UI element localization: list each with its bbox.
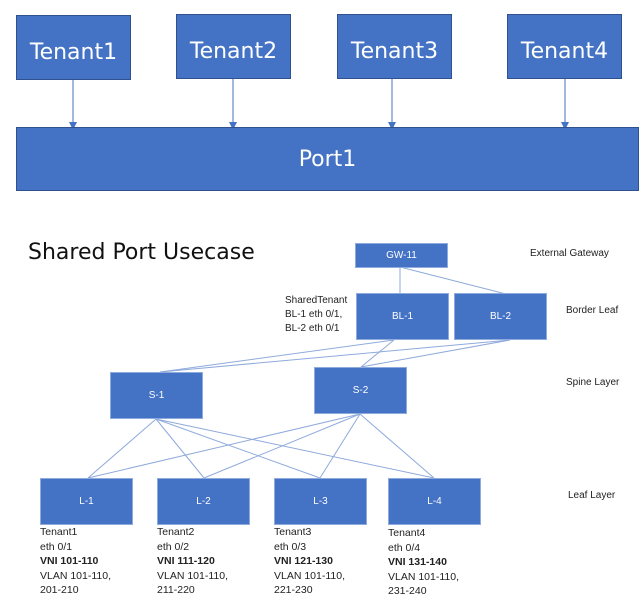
l3-vni: VNI 121-130 xyxy=(274,555,333,567)
spine-s2-node[interactable]: S-2 xyxy=(314,367,407,414)
leaf-l4-note: Tenant4 eth 0/4 VNI 131-140 VLAN 101-110… xyxy=(388,526,459,599)
l1-tenant: Tenant1 xyxy=(40,526,78,538)
s1-label: S-1 xyxy=(148,390,165,401)
l4-label: L-4 xyxy=(427,496,442,507)
l4-vni: VNI 131-140 xyxy=(388,556,447,568)
tenant4-label: Tenant4 xyxy=(520,39,609,64)
tenant2-label: Tenant2 xyxy=(189,39,278,64)
tenant1-label: Tenant1 xyxy=(29,40,118,65)
port1-box[interactable]: Port1 xyxy=(16,127,639,191)
l2-label: L-2 xyxy=(196,496,211,507)
link-s2-l2 xyxy=(203,413,361,479)
leaf-l2-note: Tenant2 eth 0/2 VNI 111-120 VLAN 101-110… xyxy=(157,525,228,598)
bl1-label: BL-1 xyxy=(391,311,414,322)
link-bl2-s2 xyxy=(360,339,511,368)
l1-vlan-2: 201-210 xyxy=(40,584,79,596)
diagram-title: Shared Port Usecase xyxy=(28,240,255,265)
layer-label-leaf: Leaf Layer xyxy=(568,490,616,501)
border-leaf-bl1-node[interactable]: BL-1 xyxy=(356,293,449,340)
shared-tenant-line-1: SharedTenant xyxy=(285,295,348,306)
shared-tenant-line-2: BL-1 eth 0/1, xyxy=(285,309,343,320)
link-bl1-s2 xyxy=(360,339,395,368)
l3-vlan-2: 221-230 xyxy=(274,584,313,596)
l1-vlan-1: VLAN 101-110, xyxy=(40,569,112,582)
link-s1-l3 xyxy=(155,418,321,479)
l4-tenant: Tenant4 xyxy=(388,527,426,539)
shared-tenant-note: SharedTenant BL-1 eth 0/1, BL-2 eth 0/1 xyxy=(285,294,347,336)
tenant4-box[interactable]: Tenant4 xyxy=(507,14,622,79)
link-bl1-s1 xyxy=(159,339,395,373)
leaf-l2-node[interactable]: L-2 xyxy=(157,478,250,525)
l1-eth: eth 0/1 xyxy=(40,540,73,553)
s2-label: S-2 xyxy=(352,385,369,396)
leaf-l1-note: Tenant1 eth 0/1 VNI 101-110 VLAN 101-110… xyxy=(40,525,111,598)
l2-vni: VNI 111-120 xyxy=(157,555,215,567)
l3-tenant: Tenant3 xyxy=(274,526,312,538)
tenant3-label: Tenant3 xyxy=(350,39,439,64)
border-leaf-bl2-node[interactable]: BL-2 xyxy=(454,293,547,340)
layer-label-spine: Spine Layer xyxy=(566,377,620,388)
tenant3-box[interactable]: Tenant3 xyxy=(337,14,452,79)
port1-label: Port1 xyxy=(298,146,357,172)
link-s1-l4 xyxy=(155,418,435,479)
l3-eth: eth 0/3 xyxy=(274,540,307,553)
link-s2-l3 xyxy=(319,413,361,479)
link-s1-l1 xyxy=(87,418,157,479)
leaf-l1-node[interactable]: L-1 xyxy=(40,478,133,525)
gateway-node[interactable]: GW-11 xyxy=(355,243,448,268)
leaf-l3-note: Tenant3 eth 0/3 VNI 121-130 VLAN 101-110… xyxy=(274,525,345,598)
l4-vlan-1: VLAN 101-110, xyxy=(388,570,460,583)
tenant1-box[interactable]: Tenant1 xyxy=(16,15,131,80)
layer-label-external-gateway: External Gateway xyxy=(530,248,609,259)
l2-vlan-2: 211-220 xyxy=(157,584,195,596)
link-gw-bl2 xyxy=(399,266,507,295)
l4-vlan-2: 231-240 xyxy=(388,585,427,597)
link-s2-l4 xyxy=(359,413,435,479)
link-s1-l2 xyxy=(155,418,205,479)
link-bl2-s1 xyxy=(159,339,511,373)
tenant2-box[interactable]: Tenant2 xyxy=(176,14,291,79)
gateway-label: GW-11 xyxy=(386,250,417,261)
spine-s1-node[interactable]: S-1 xyxy=(110,372,203,419)
l1-vni: VNI 101-110 xyxy=(40,555,99,567)
layer-label-border-leaf: Border Leaf xyxy=(566,305,619,316)
leaf-l3-node[interactable]: L-3 xyxy=(274,478,367,525)
bl2-label: BL-2 xyxy=(489,311,512,322)
l3-label: L-3 xyxy=(313,496,328,507)
l2-tenant: Tenant2 xyxy=(157,526,195,538)
l1-label: L-1 xyxy=(79,496,94,507)
l3-vlan-1: VLAN 101-110, xyxy=(274,569,346,582)
shared-tenant-line-3: BL-2 eth 0/1 xyxy=(285,323,340,334)
link-s2-l1 xyxy=(87,413,361,479)
l2-vlan-1: VLAN 101-110, xyxy=(157,569,229,582)
l2-eth: eth 0/2 xyxy=(157,540,190,553)
leaf-l4-node[interactable]: L-4 xyxy=(388,478,481,525)
l4-eth: eth 0/4 xyxy=(388,541,421,554)
